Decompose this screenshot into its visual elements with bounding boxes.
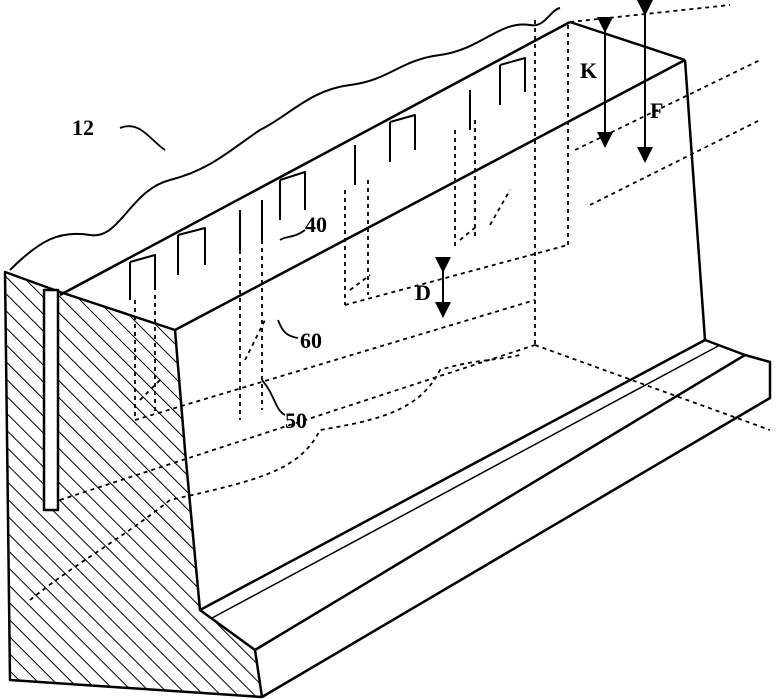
leader-50	[262, 380, 285, 415]
leader-60	[278, 320, 298, 338]
label-f: F	[650, 98, 663, 123]
label-50: 50	[285, 408, 307, 433]
inner-top-edge	[60, 22, 570, 295]
label-k: K	[580, 58, 597, 83]
slot-section	[44, 290, 58, 510]
label-d: D	[415, 280, 431, 305]
teeth	[130, 58, 525, 300]
label-40: 40	[305, 212, 327, 237]
foot-front-line	[255, 355, 745, 650]
label-12: 12	[72, 115, 94, 140]
leader-40	[280, 230, 305, 240]
label-60: 60	[300, 328, 322, 353]
leader-12	[120, 126, 165, 150]
foot-top-line	[200, 340, 705, 610]
top-end-edge	[570, 22, 685, 60]
right-face	[262, 60, 770, 697]
